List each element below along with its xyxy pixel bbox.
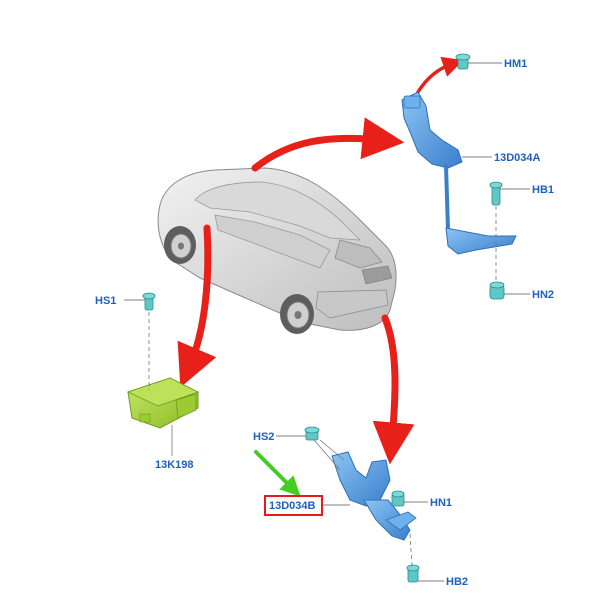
label-hs2: HS2 <box>253 431 274 443</box>
hn2-nut <box>489 281 505 300</box>
front-height-sensor <box>401 91 517 255</box>
label-hm1: HM1 <box>504 58 527 70</box>
label-hn1: HN1 <box>430 497 452 509</box>
label-hs1: HS1 <box>95 295 116 307</box>
label-hb2: HB2 <box>446 576 468 588</box>
vehicle-illustration <box>157 167 397 334</box>
label-hb1: HB1 <box>532 184 554 196</box>
arrow-to-hm1 <box>416 56 464 94</box>
label-13d034a: 13D034A <box>494 152 541 164</box>
label-13k198: 13K198 <box>155 459 194 471</box>
front-wheel <box>164 226 196 264</box>
arrow-to-module <box>177 224 217 388</box>
highlight-pointer-arrow <box>254 450 301 497</box>
label-hn2: HN2 <box>532 289 554 301</box>
arrow-to-front-sensor <box>251 117 405 172</box>
control-module <box>126 377 200 429</box>
arrow-to-rear-sensor <box>372 314 415 465</box>
hs1-screw <box>142 292 156 311</box>
label-13d034b: 13D034B <box>269 500 316 512</box>
hs2-screw <box>304 426 320 441</box>
hb2-bolt <box>406 564 420 583</box>
leader-lines <box>124 62 530 582</box>
hn1-nut <box>391 490 405 507</box>
callout-arrows <box>177 56 464 465</box>
rear-wheel <box>280 294 314 334</box>
hb1-fastener <box>489 181 503 206</box>
rear-height-sensor <box>331 451 417 541</box>
hm1-fastener <box>455 53 471 70</box>
highlight-box <box>264 495 323 516</box>
